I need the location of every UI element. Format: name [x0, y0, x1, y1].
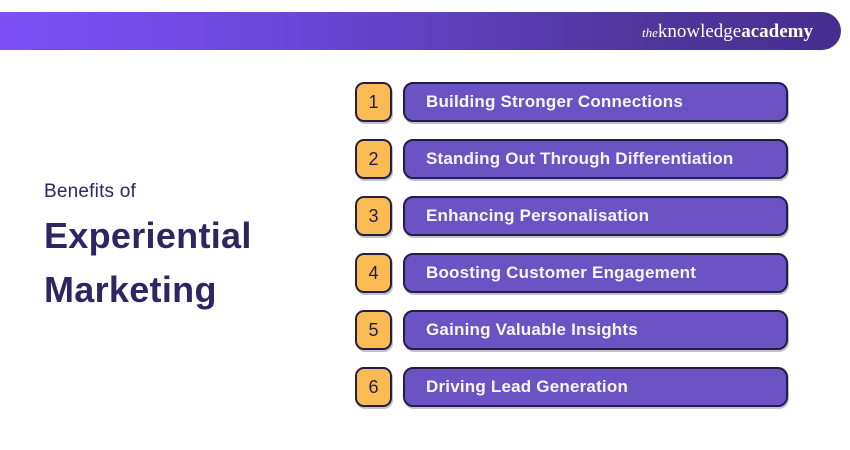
benefit-label-bar: Driving Lead Generation	[403, 367, 788, 407]
benefit-label-bar: Gaining Valuable Insights	[403, 310, 788, 350]
benefit-row-5: 5 Gaining Valuable Insights	[355, 310, 788, 350]
benefit-row-1: 1 Building Stronger Connections	[355, 82, 788, 122]
benefit-label: Gaining Valuable Insights	[426, 320, 638, 339]
page-title-line2: Marketing	[44, 269, 217, 310]
benefit-label: Standing Out Through Differentiation	[426, 149, 734, 168]
header-bar: theknowledgeacademy	[0, 12, 841, 50]
page-title-line1: Experiential	[44, 215, 252, 256]
benefit-row-3: 3 Enhancing Personalisation	[355, 196, 788, 236]
benefit-number-badge: 1	[355, 82, 392, 122]
benefit-label-bar: Standing Out Through Differentiation	[403, 139, 788, 179]
logo-academy: academy	[741, 20, 813, 42]
benefit-label: Driving Lead Generation	[426, 377, 629, 396]
benefit-number-badge: 3	[355, 196, 392, 236]
logo-the: the	[641, 24, 658, 40]
benefits-list: 1 Building Stronger Connections 2 Standi…	[355, 82, 788, 407]
benefit-label-bar: Building Stronger Connections	[403, 82, 788, 122]
benefit-number-badge: 4	[355, 253, 392, 293]
benefit-row-2: 2 Standing Out Through Differentiation	[355, 139, 788, 179]
logo-knowledge: knowledge	[657, 20, 742, 42]
title-block: Benefits of Experiential Marketing	[44, 181, 252, 317]
title-eyebrow: Benefits of	[44, 181, 136, 202]
benefit-number-badge: 2	[355, 139, 392, 179]
benefit-row-4: 4 Boosting Customer Engagement	[355, 253, 788, 293]
benefit-label: Enhancing Personalisation	[426, 206, 650, 225]
benefit-label: Building Stronger Connections	[426, 92, 684, 111]
benefit-label-bar: Boosting Customer Engagement	[403, 253, 788, 293]
benefit-number-badge: 5	[355, 310, 392, 350]
benefit-row-6: 6 Driving Lead Generation	[355, 367, 788, 407]
benefit-label-bar: Enhancing Personalisation	[403, 196, 788, 236]
benefit-number-badge: 6	[355, 367, 392, 407]
benefit-label: Boosting Customer Engagement	[426, 263, 697, 282]
brand-logo: theknowledgeacademy	[642, 22, 813, 41]
